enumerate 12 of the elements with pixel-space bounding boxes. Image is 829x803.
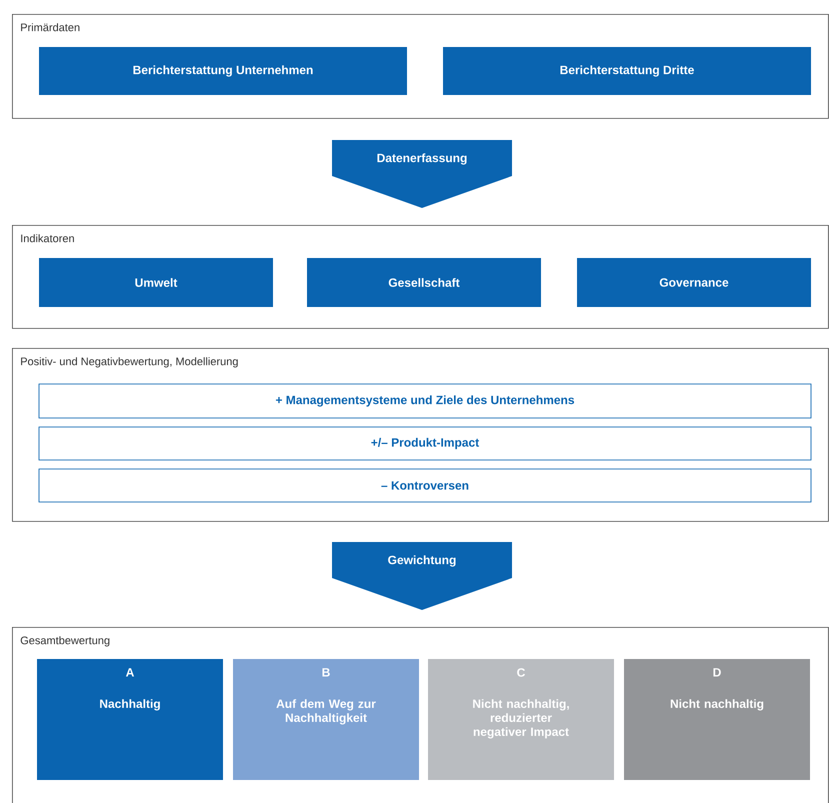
criterion-box: +/– Produkt-Impact	[38, 426, 812, 460]
criterion-box: + Managementsysteme und Ziele des Unternehmens	[38, 384, 812, 418]
rating-box: D Nicht nachhaltig	[624, 659, 810, 780]
category-box: Umwelt	[39, 258, 273, 307]
criterion-box: – Kontroversen	[38, 468, 812, 502]
rating-box: B Auf dem Weg zur Nachhaltigkeit	[233, 659, 419, 780]
category-box: Berichterstattung Unternehmen	[39, 47, 407, 95]
rating-box: A Nachhaltig	[37, 659, 223, 780]
rating-box: C Nicht nachhaltig, reduzierter negativer Impact	[428, 659, 614, 780]
category-box: Governance	[577, 258, 811, 307]
category-box: Berichterstattung Dritte	[443, 47, 811, 95]
category-box: Gesellschaft	[307, 258, 541, 307]
